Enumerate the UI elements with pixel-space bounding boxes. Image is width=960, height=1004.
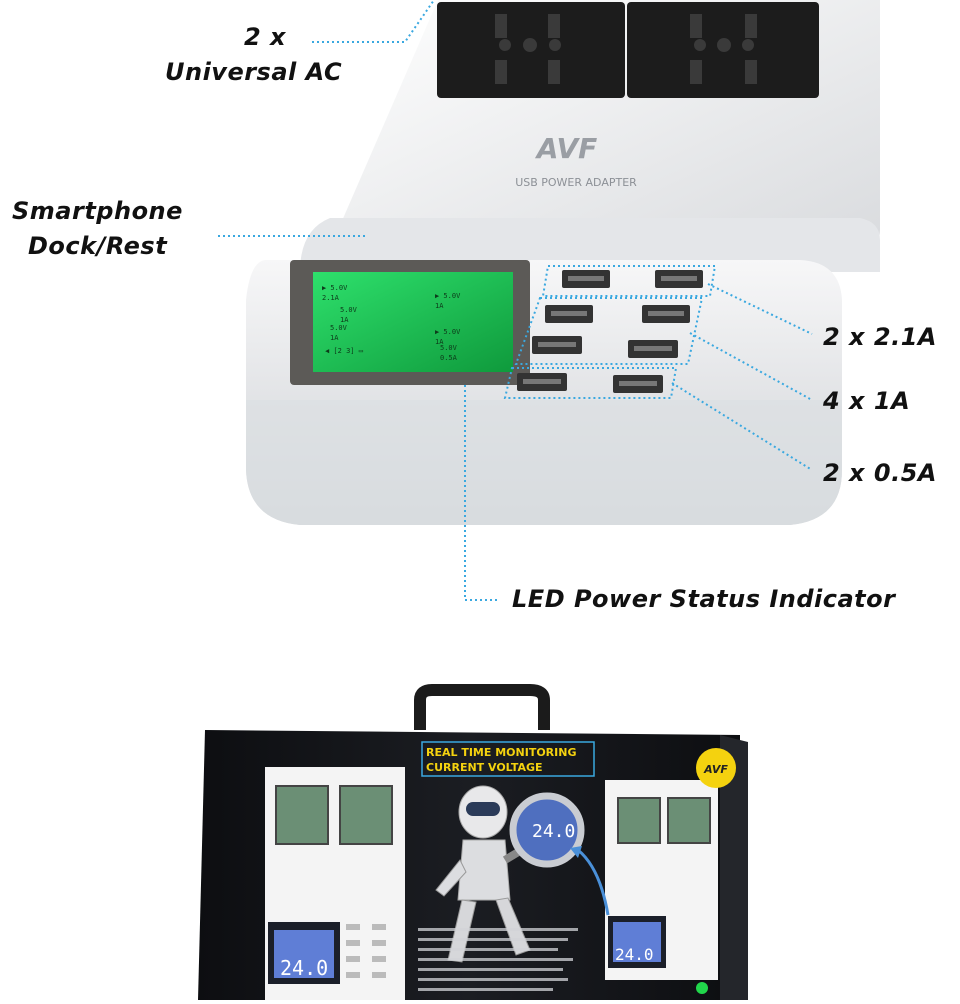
svg-text:▶ 5.0V: ▶ 5.0V (435, 292, 461, 300)
svg-text:▶ 5.0V: ▶ 5.0V (435, 328, 461, 336)
svg-text:24.0: 24.0 (532, 821, 575, 842)
brand-logo: AVF (535, 132, 598, 165)
model-label: USB POWER ADAPTER (515, 176, 637, 189)
svg-text:5.0V: 5.0V (440, 344, 458, 352)
usb-ports (503, 265, 717, 399)
box-handle (414, 684, 550, 730)
ac-socket-left (437, 2, 625, 98)
callout-led-indicator: LED Power Status Indicator (512, 585, 896, 613)
svg-text:24.0: 24.0 (615, 945, 654, 964)
ac-socket-right (627, 2, 819, 98)
svg-text:1A: 1A (330, 334, 339, 342)
svg-text:2.1A: 2.1A (322, 294, 340, 302)
callout-lines (218, 0, 813, 601)
box-headline-line1: REAL TIME MONITORING (426, 746, 576, 759)
box-badge-text: AVF (703, 763, 728, 776)
svg-text:1A: 1A (340, 316, 349, 324)
svg-text:1A: 1A (435, 338, 444, 346)
callout-usb-0-5a: 2 x 0.5A (823, 459, 937, 487)
svg-text:0.5A: 0.5A (440, 354, 458, 362)
box-device-left: 24.0 (265, 767, 405, 1000)
svg-text:24.0: 24.0 (280, 956, 328, 980)
cartoon-figure: 24.0 (435, 785, 610, 963)
box-badge (696, 748, 736, 788)
callout-usb-1a: 4 x 1A (823, 387, 911, 415)
svg-text:5.0V: 5.0V (330, 324, 348, 332)
box-device-right: 24.0 (605, 780, 718, 994)
usb-power-adapter: AVF USB POWER ADAPTER ▶ 5.0V 2.1A ▶ 5.0V 1… (246, 0, 880, 525)
box-headline-line2: CURRENT VOLTAGE (426, 761, 543, 774)
callout-ac-count: 2 x (243, 23, 287, 51)
callout-ac-label: Universal AC (165, 58, 343, 86)
svg-text:◀ [2 3] ▭: ◀ [2 3] ▭ (325, 347, 363, 355)
svg-text:1A: 1A (435, 302, 444, 310)
svg-text:▶ 5.0V: ▶ 5.0V (322, 284, 348, 292)
retail-box: 24.0 24.0 REAL TIME MONITORING CURRENT V… (198, 684, 748, 1000)
callout-dock-line1: Smartphone (12, 197, 183, 225)
callout-dock-line2: Dock/Rest (28, 232, 168, 260)
svg-text:5.0V: 5.0V (340, 306, 358, 314)
callout-usb-2-1a: 2 x 2.1A (823, 323, 937, 351)
dock-rest (300, 218, 880, 272)
